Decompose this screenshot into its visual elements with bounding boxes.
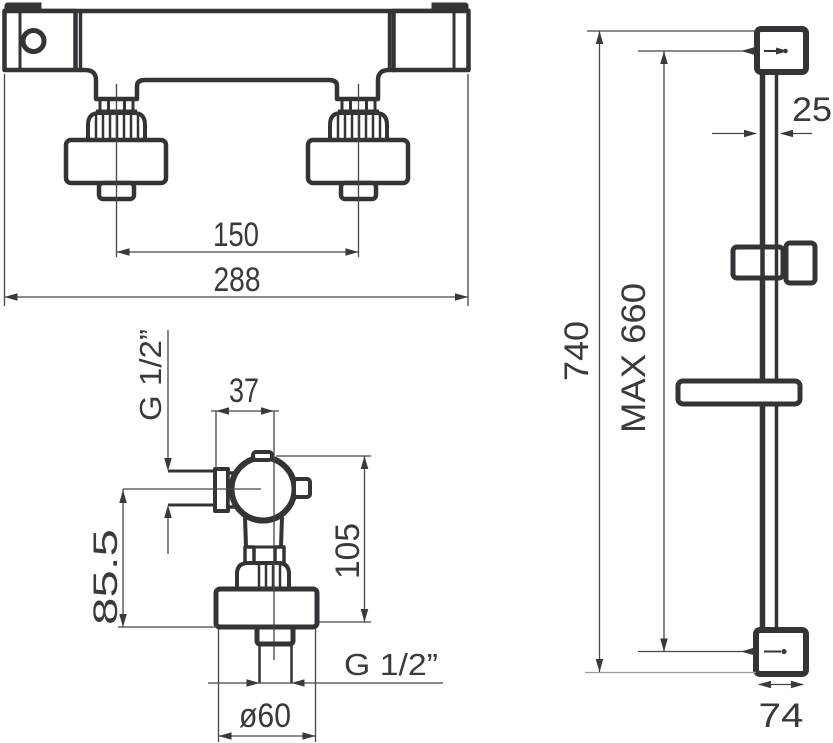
mixer-front-view: 150 288 xyxy=(2,2,471,306)
mounting-tab-right xyxy=(431,2,469,11)
dim-bracket-width-label: 74 xyxy=(759,697,804,735)
dim-bottom-thread-label: G 1/2” xyxy=(344,647,438,682)
dim-escutcheon-diameter: ø60 xyxy=(217,629,317,742)
end-cap-left xyxy=(2,2,83,73)
dim-inlet-spacing-label: 150 xyxy=(213,216,259,254)
neck-bar-right xyxy=(273,545,286,565)
dim-total-length-label: 740 xyxy=(558,321,596,381)
dim-spout-height-label: 85.5 xyxy=(87,529,125,625)
dim-top-thread-label: G 1/2” xyxy=(133,329,168,421)
dim-escutcheon-diameter-label: ø60 xyxy=(239,697,291,735)
slider-knob xyxy=(783,240,818,286)
dim-inlet-spacing: 150 xyxy=(116,216,359,256)
spout-flange xyxy=(213,467,230,513)
dim-rail-width: 25 xyxy=(712,91,832,138)
dim-top-thread: G 1/2” xyxy=(133,329,172,554)
spout-pipe xyxy=(168,469,215,507)
escutcheon xyxy=(213,586,320,630)
valve-bottom-arc xyxy=(240,512,286,524)
mixer-side-view: 37 G 1/2” 85.5 105 G 1/2” xyxy=(87,329,443,742)
neck-bar-left xyxy=(243,545,256,565)
end-cap-right xyxy=(387,2,471,73)
dim-bottom-thread: G 1/2” xyxy=(208,647,443,687)
cap-hole xyxy=(20,28,47,54)
bracket-leader-top xyxy=(638,47,788,55)
mounting-tab-left xyxy=(4,2,42,11)
rail-slider xyxy=(730,240,818,286)
valve-side-tab xyxy=(292,477,312,499)
dim-rail-width-label: 25 xyxy=(792,91,832,129)
dim-spout-offset: 37 xyxy=(211,372,279,469)
soap-dish xyxy=(675,378,803,407)
side-knurled-nut xyxy=(235,561,291,590)
inlet-stub-left xyxy=(96,99,137,113)
dim-max-travel-label: MAX 660 xyxy=(615,283,653,433)
bracket-leader-bottom xyxy=(638,647,787,656)
dim-max-travel: MAX 660 xyxy=(615,51,668,652)
dim-spout-height: 85.5 xyxy=(87,489,217,628)
outlet-block xyxy=(254,624,296,647)
shower-rail-view: 25 740 MAX 660 74 xyxy=(558,26,832,735)
dim-body-height: 105 xyxy=(276,455,371,623)
outlet-pipe xyxy=(258,644,293,683)
body-taper xyxy=(243,516,284,548)
inlet-stub-right xyxy=(338,99,379,113)
dim-overall-width-label: 288 xyxy=(214,261,261,299)
dim-bracket-width: 74 xyxy=(758,680,804,735)
dim-body-height-label: 105 xyxy=(329,523,367,579)
dim-total-length: 740 xyxy=(558,31,604,672)
mixer-body-contour xyxy=(76,67,394,102)
valve-top-tab xyxy=(251,450,274,462)
dim-spout-offset-label: 37 xyxy=(229,372,259,410)
dim-overall-width: 288 xyxy=(3,74,469,306)
